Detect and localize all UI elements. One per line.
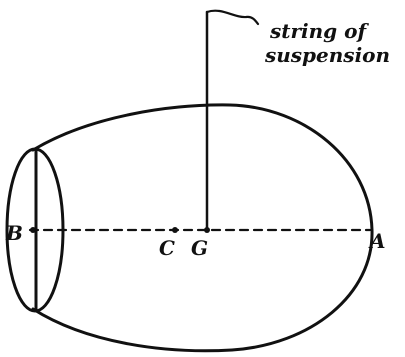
label-c: C: [159, 236, 175, 260]
egg-outline: [31, 103, 374, 353]
point-c-dot: [172, 227, 178, 233]
label-a: A: [368, 229, 386, 253]
caption-line-1: string of: [269, 19, 369, 43]
point-g-dot: [204, 227, 210, 233]
point-b-dot: [30, 227, 36, 233]
caption-line-2: suspension: [264, 43, 390, 67]
label-b: B: [5, 221, 23, 245]
label-g: G: [191, 236, 208, 260]
string-flag: [205, 9, 260, 26]
